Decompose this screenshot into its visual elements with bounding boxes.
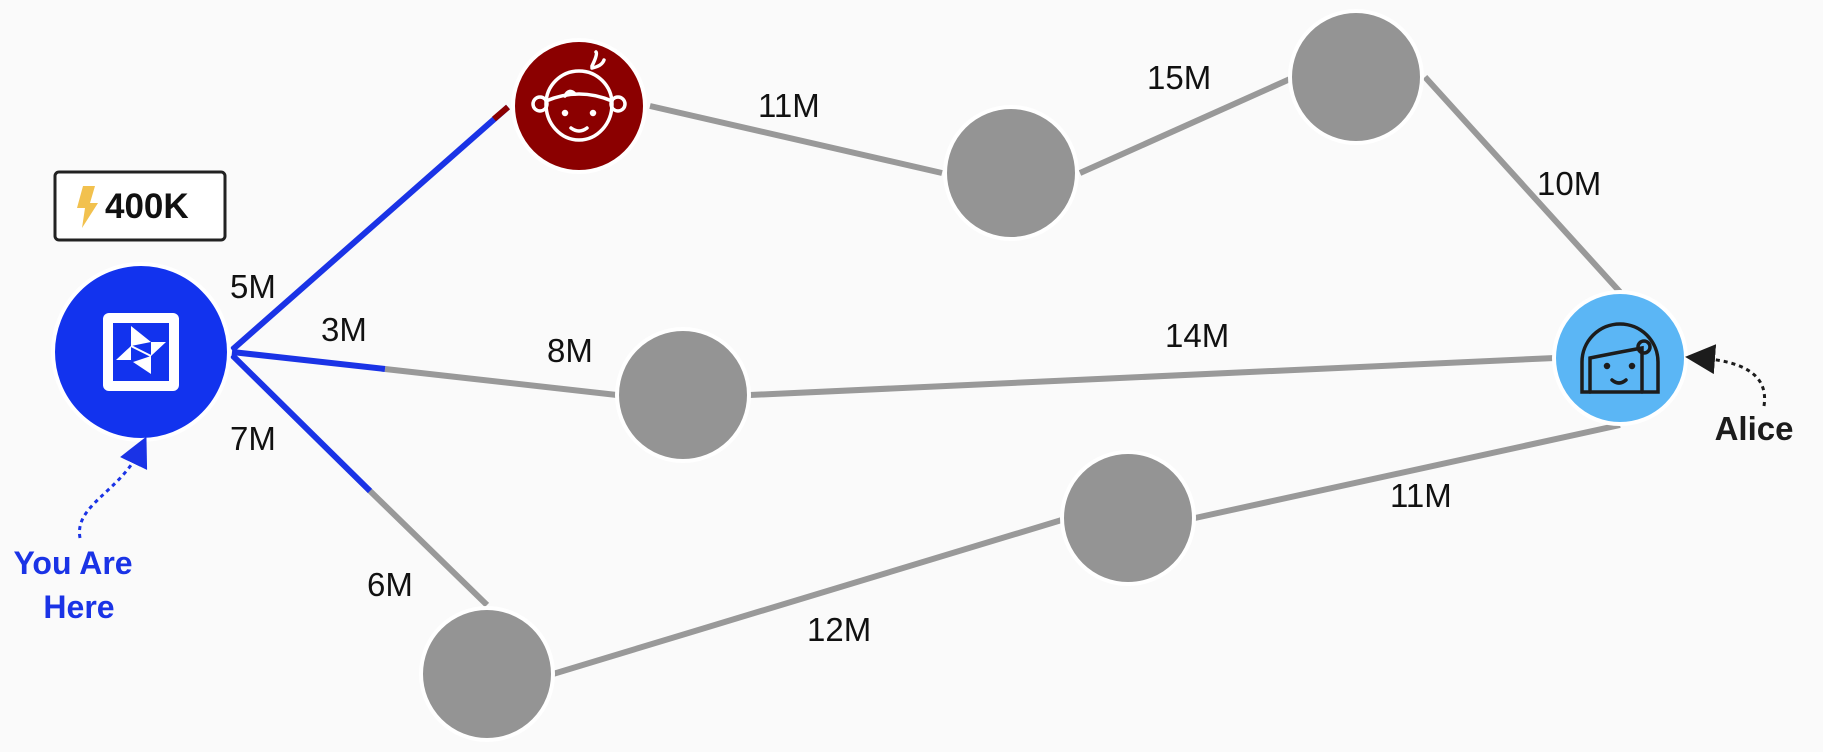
node-you[interactable] [51, 262, 231, 442]
lightning-bolt-icon [77, 186, 98, 228]
edge-you-g3-active [231, 349, 386, 372]
edge-g1-g2 [1078, 76, 1292, 176]
you-are-here-annotation: You Are Here [13, 436, 148, 625]
balance-box: 400K [53, 170, 227, 242]
edge-g2-alice [1422, 74, 1623, 295]
edge-label-g1-g2: 15M [1147, 59, 1211, 96]
edge-label-you-g3: 3M [321, 311, 367, 348]
edge-label-extra-1: 8M [547, 332, 593, 369]
node-alice[interactable] [1552, 290, 1688, 426]
edge-g4-alice [1194, 422, 1621, 521]
edge-you-g5-grey [365, 486, 490, 608]
edge-label-red-g1: 11M [758, 87, 820, 124]
edges [229, 74, 1623, 677]
balance-amount: 400K [105, 187, 189, 226]
edge-labels: 5M 11M 15M 10M 3M 14M 7M 12M 11M 8M 6M [230, 59, 1601, 648]
nodes [51, 9, 1688, 742]
edge-label-extra-2: 6M [367, 566, 413, 603]
node-g5[interactable] [419, 606, 555, 742]
edge-label-g3-alice: 14M [1165, 317, 1229, 354]
edge-label-g4-alice: 11M [1390, 477, 1452, 514]
edge-label-g5-g4: 12M [807, 611, 871, 648]
edge-you-g5-active [229, 352, 373, 494]
edge-you-red-tip [492, 104, 510, 122]
girl-face-icon [1580, 322, 1660, 394]
edge-you-red [230, 104, 510, 353]
alice-label: Alice [1715, 410, 1794, 447]
node-g4[interactable] [1060, 450, 1196, 586]
edge-you-g3-grey [384, 366, 618, 398]
edge-label-you-g5: 7M [230, 420, 276, 457]
node-g3[interactable] [615, 327, 751, 463]
nodes-logo-icon [103, 313, 179, 391]
edge-g3-alice [749, 355, 1556, 398]
edge-red-g1 [649, 103, 943, 176]
edge-label-g2-alice: 10M [1537, 165, 1601, 202]
node-red[interactable] [511, 38, 647, 174]
node-g2[interactable] [1288, 9, 1424, 145]
edge-label-you-red: 5M [230, 268, 276, 305]
you-are-here-line1: You Are [13, 545, 132, 581]
node-g1[interactable] [943, 105, 1079, 241]
boy-face-icon [531, 50, 627, 142]
you-are-here-line2: Here [43, 589, 114, 625]
edge-g5-g4 [552, 516, 1066, 677]
alice-annotation: Alice [1685, 344, 1794, 447]
